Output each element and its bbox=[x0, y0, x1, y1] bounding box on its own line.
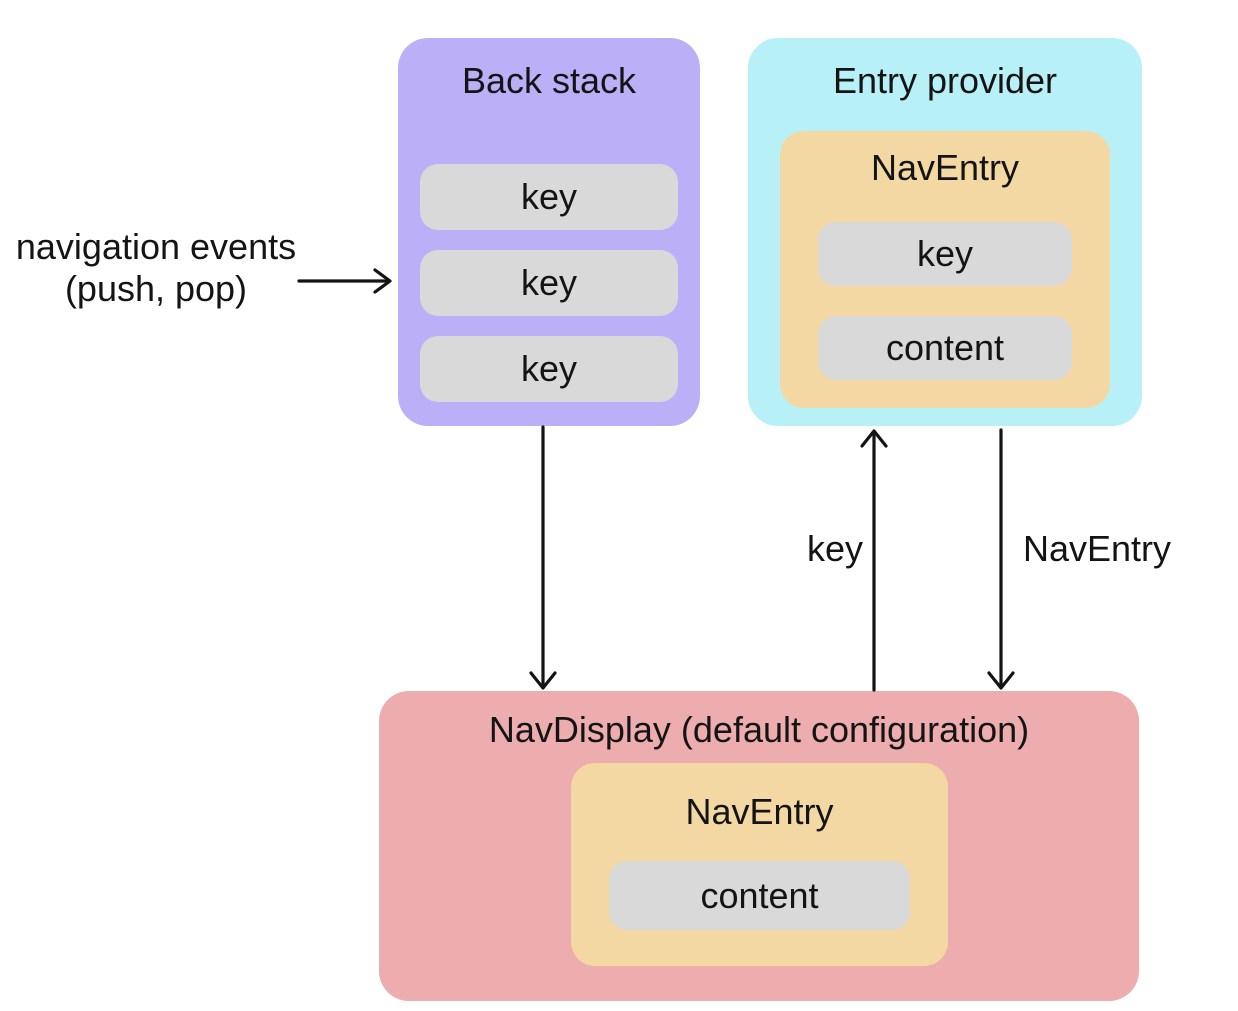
navigation-events-arrow bbox=[297, 268, 392, 294]
entry-provider-content-slot: content bbox=[818, 316, 1072, 380]
entry-provider-box: Entry provider NavEntry key content bbox=[748, 38, 1142, 426]
entry-provider-naventry-box: NavEntry key content bbox=[780, 131, 1110, 408]
nav-display-title: NavDisplay (default configuration) bbox=[488, 709, 1030, 750]
key-up-arrow bbox=[860, 429, 888, 692]
nav-display-naventry-box: NavEntry content bbox=[571, 763, 948, 966]
back-stack-box: Back stack key key key bbox=[398, 38, 700, 426]
back-stack-key-slot-2: key bbox=[420, 250, 678, 316]
naventry-down-arrow bbox=[987, 428, 1015, 690]
key-arrow-label: key bbox=[806, 528, 863, 569]
back-stack-key-slot-1: key bbox=[420, 164, 678, 230]
entry-provider-naventry-title: NavEntry bbox=[870, 147, 1020, 188]
entry-provider-key-slot: key bbox=[818, 222, 1072, 286]
back-stack-key-slot-3: key bbox=[420, 336, 678, 402]
navigation-events-label: navigation events (push, pop) bbox=[6, 226, 306, 310]
navigation-events-line2: (push, pop) bbox=[64, 268, 248, 309]
nav-display-content-slot: content bbox=[609, 861, 910, 930]
entry-provider-title: Entry provider bbox=[832, 60, 1058, 101]
backstack-to-navdisplay-arrow bbox=[529, 425, 557, 690]
nav-display-naventry-title: NavEntry bbox=[685, 791, 834, 832]
navigation-events-line1: navigation events bbox=[15, 226, 297, 267]
nav-display-box: NavDisplay (default configuration) NavEn… bbox=[379, 691, 1139, 1001]
naventry-arrow-label: NavEntry bbox=[1023, 528, 1172, 569]
back-stack-title: Back stack bbox=[461, 60, 637, 101]
